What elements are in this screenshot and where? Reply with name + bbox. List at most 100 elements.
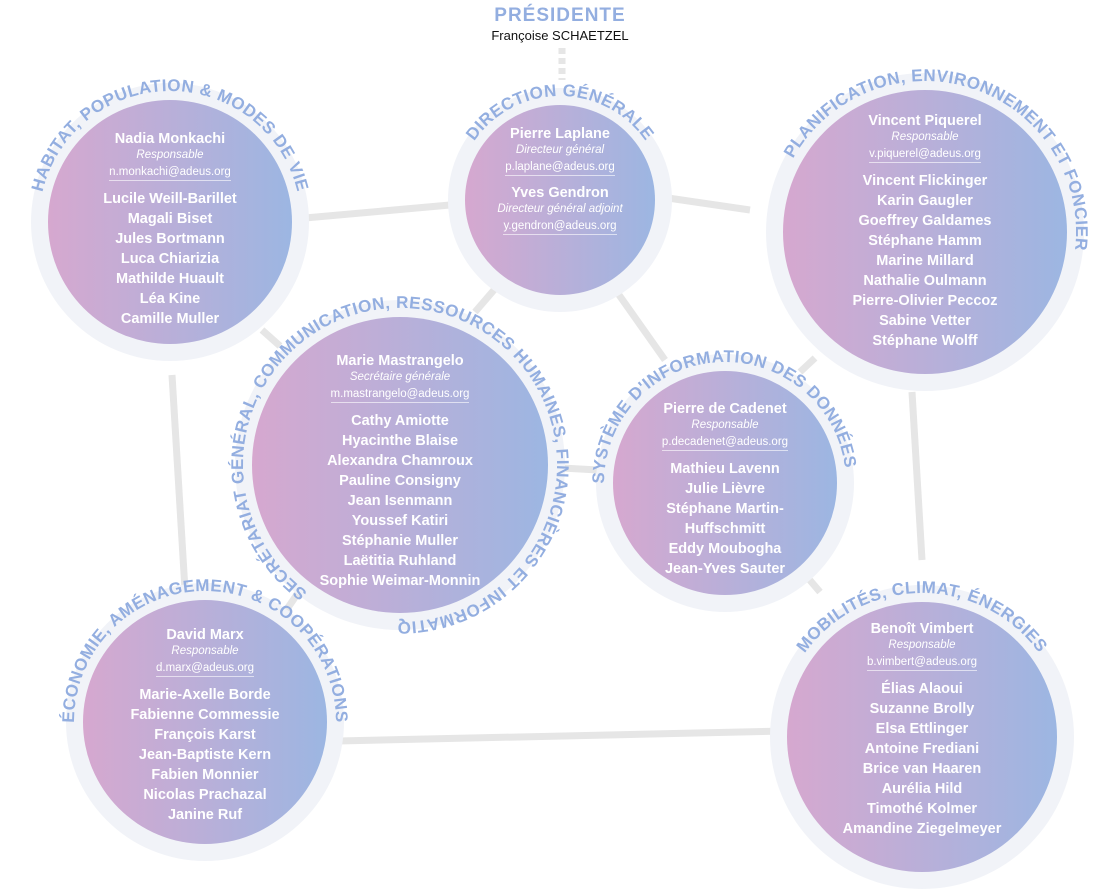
group-circle — [613, 371, 837, 595]
leader-email-link[interactable]: b.vimbert@adeus.org — [866, 655, 978, 671]
connector-line — [805, 575, 823, 595]
member-name: Sabine Vetter — [879, 313, 971, 329]
leader-name: Benoît Vimbert — [870, 621, 974, 637]
leader-role: Directeur général — [515, 144, 605, 156]
member-name: François Karst — [154, 727, 256, 743]
leader-email-link[interactable]: n.monkachi@adeus.org — [109, 165, 231, 181]
leader-name: Marie Mastrangelo — [336, 353, 464, 369]
member-name: Léa Kine — [139, 291, 201, 307]
connector-line — [797, 355, 818, 375]
member-name: Nathalie Oulmann — [863, 273, 987, 289]
member-name: Vincent Flickinger — [862, 173, 988, 189]
group-circle — [252, 317, 548, 613]
member-name: Alexandra Chamroux — [327, 453, 473, 469]
group-systeme: SYSTÈME D'INFORMATION DES DONNÉES — [589, 347, 860, 612]
member-name: Elsa Ettlinger — [875, 721, 969, 737]
member-name: Luca Chiarizia — [120, 251, 220, 267]
group-circle — [465, 105, 655, 295]
member-name: Lucile Weill-Barillet — [103, 191, 237, 207]
member-name: Janine Ruf — [167, 807, 243, 823]
member-name: Élias Alaoui — [881, 681, 963, 697]
member-name: Marie-Axelle Borde — [139, 687, 271, 703]
leader-email-link[interactable]: m.mastrangelo@adeus.org — [330, 387, 470, 403]
member-name: Stéphane Wolff — [872, 333, 978, 349]
president-name: Françoise SCHAETZEL — [491, 28, 629, 43]
leader-email-link[interactable]: p.laplane@adeus.org — [505, 160, 615, 176]
member-name: Fabienne Commessie — [130, 707, 280, 723]
leader-role: Responsable — [136, 149, 204, 161]
group-circle — [783, 90, 1067, 374]
member-name: Laëtitia Ruhland — [343, 553, 457, 569]
president-title: PRÉSIDENTE — [494, 5, 626, 26]
member-name: Amandine Ziegelmeyer — [842, 821, 1002, 837]
connector-line — [168, 374, 189, 591]
leader-email-link[interactable]: y.gendron@adeus.org — [503, 219, 617, 235]
leader-name: David Marx — [166, 627, 244, 643]
leader-email-link[interactable]: d.marx@adeus.org — [156, 661, 254, 677]
member-name: Nicolas Prachazal — [143, 787, 267, 803]
member-name: Youssef Katiri — [351, 513, 449, 529]
member-name: Fabien Monnier — [151, 767, 259, 783]
leader-role: Responsable — [891, 131, 959, 143]
connector-line — [667, 194, 751, 214]
member-name: Mathieu Lavenn — [670, 461, 780, 477]
member-name: Sophie Weimar-Monnin — [319, 573, 481, 589]
leader-role: Directeur général adjoint — [497, 203, 623, 215]
member-name: Stéphane Martin-Huffschmitt — [666, 501, 784, 537]
leader-name: Nadia Monkachi — [114, 131, 226, 147]
member-name: Goeffrey Galdames — [858, 213, 992, 229]
member-name: Antoine Frediani — [864, 741, 980, 757]
leader-role: Responsable — [171, 645, 239, 657]
member-name: Jules Bortmann — [115, 231, 225, 247]
member-name: Eddy Moubogha — [668, 541, 782, 557]
connector-line — [908, 391, 926, 561]
group-circle — [83, 600, 327, 844]
member-name: Suzanne Brolly — [869, 701, 975, 717]
member-name: Aurélia Hild — [881, 781, 963, 797]
member-name: Marine Millard — [876, 253, 974, 269]
member-name: Timothé Kolmer — [866, 801, 978, 817]
member-name: Karin Gaugler — [877, 193, 973, 209]
member-name: Stéphane Hamm — [868, 233, 982, 249]
connector-line — [561, 464, 599, 474]
member-name: Cathy Amiotte — [351, 413, 449, 429]
member-name: Jean Isenmann — [347, 493, 453, 509]
leader-role: Responsable — [691, 419, 759, 431]
connector-line — [304, 201, 451, 222]
group-economie: ÉCONOMIE, AMÉNAGEMENT & COOPÉRATIONS — [59, 576, 351, 861]
member-name: Mathilde Huault — [116, 271, 224, 287]
leader-name: Pierre de Cadenet — [663, 401, 787, 417]
leader-role: Secrétaire générale — [349, 371, 451, 383]
leader-name: Pierre Laplane — [510, 126, 610, 142]
member-name: Jean-Yves Sauter — [664, 561, 786, 577]
member-name: Camille Muller — [120, 311, 220, 327]
leader-role: Responsable — [888, 639, 956, 651]
leader-name: Vincent Piquerel — [868, 113, 982, 129]
member-name: Stéphanie Muller — [341, 533, 459, 549]
member-name: Hyacinthe Blaise — [341, 433, 459, 449]
leader-email-link[interactable]: v.piquerel@adeus.org — [869, 147, 981, 163]
member-name: Pauline Consigny — [339, 473, 461, 489]
member-name: Jean-Baptiste Kern — [138, 747, 272, 763]
member-name: Julie Lièvre — [685, 481, 765, 497]
connector-line — [337, 727, 786, 745]
leader-email-link[interactable]: p.decadenet@adeus.org — [661, 435, 789, 451]
connector-line — [259, 327, 283, 349]
member-name: Pierre-Olivier Peccoz — [852, 293, 998, 309]
